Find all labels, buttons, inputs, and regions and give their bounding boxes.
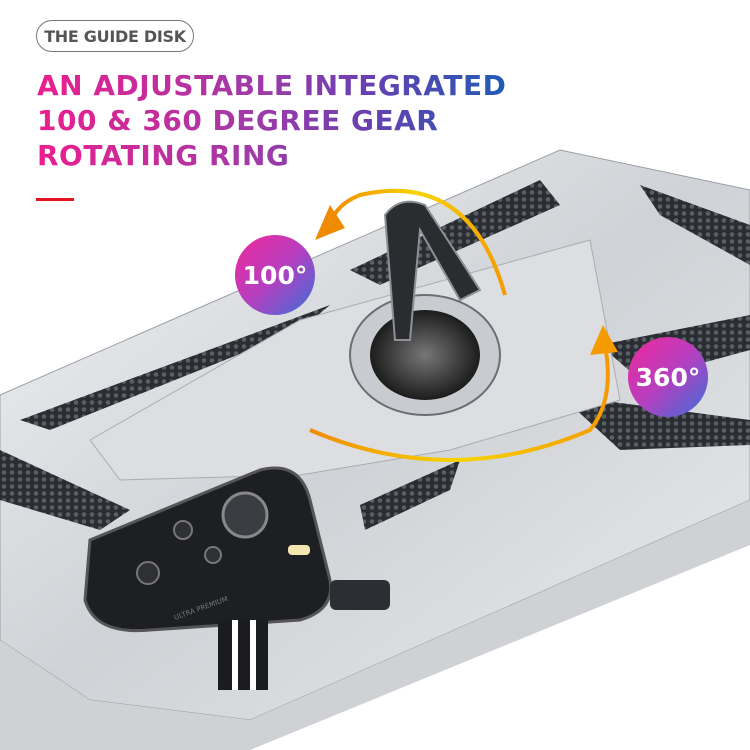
grip-strip <box>640 185 750 265</box>
flash <box>288 545 310 555</box>
grip-strip <box>360 460 460 530</box>
grip-strip <box>0 450 130 530</box>
arrow-head-icon <box>315 205 345 240</box>
metal-disk <box>370 310 480 400</box>
badge-100-degree: 100° <box>235 235 315 315</box>
grip-strip <box>20 305 330 430</box>
rotation-arrow-100 <box>328 189 507 296</box>
side-vent <box>218 620 268 690</box>
badge-360-degree: 360° <box>628 337 708 417</box>
camera-lens <box>204 546 222 564</box>
accent-divider <box>36 198 74 201</box>
guide-disk-pill: THE GUIDE DISK <box>36 20 194 52</box>
rotation-arrow-360 <box>309 344 610 462</box>
grip-strip <box>560 395 750 450</box>
kickstand-ring <box>383 200 482 341</box>
camera-lens <box>173 520 193 540</box>
camera-lens <box>136 561 160 585</box>
arrow-head-icon <box>590 325 618 355</box>
side-button <box>330 580 390 610</box>
side-vent-stripe <box>232 620 238 690</box>
side-vent-stripe <box>250 620 256 690</box>
camera-lens <box>221 491 269 539</box>
case-edge <box>0 500 750 750</box>
